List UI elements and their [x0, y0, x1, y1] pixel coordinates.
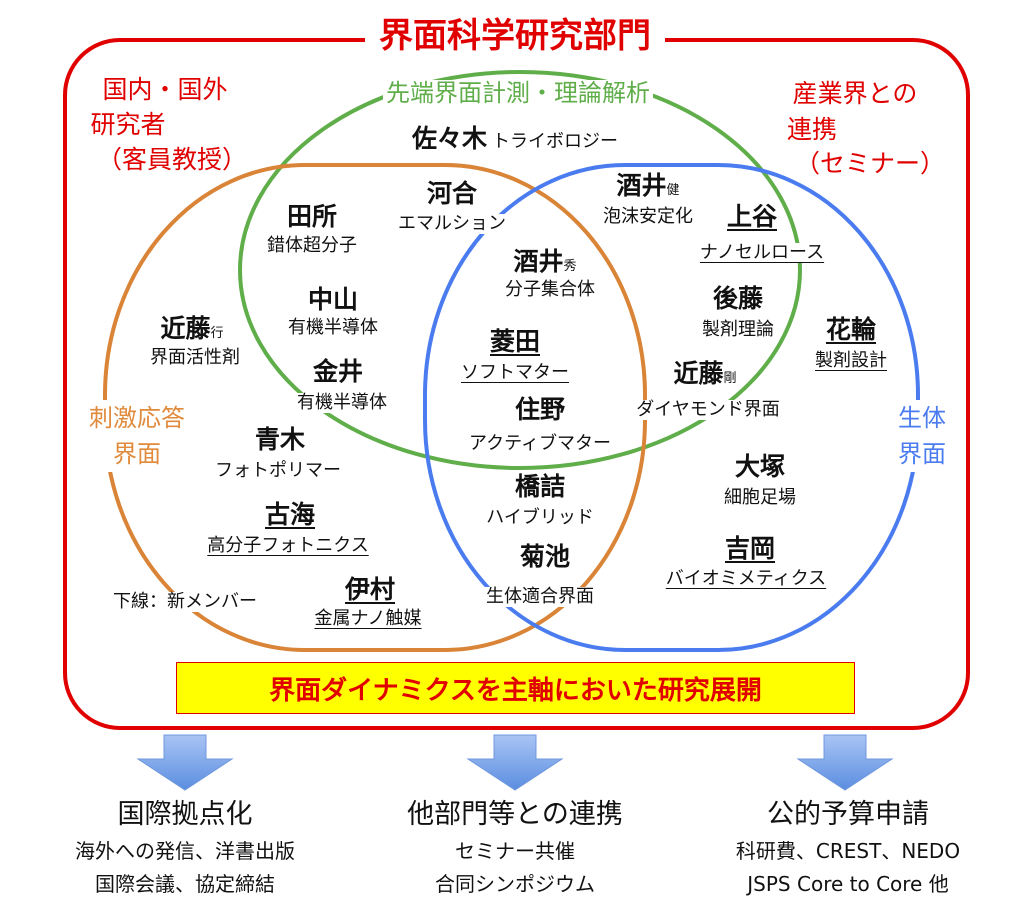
member-kondo-yuki-topic: 界面活性剤: [150, 347, 240, 368]
member-kondo-yuki-surname: 近藤: [160, 314, 211, 343]
arrow-down-icon: [136, 734, 234, 791]
member-otsuka-name: 大塚: [734, 452, 786, 481]
member-sakai-hide-name: 酒井秀: [510, 247, 580, 276]
group-domestic-3: （客員教授）: [96, 145, 248, 174]
outcome-line: 合同シンポジウム: [435, 872, 595, 896]
arrow-down-icon: [466, 734, 564, 791]
member-kamitani-name: 上谷: [723, 203, 781, 231]
member-tadokoro-topic: 錯体超分子: [267, 235, 357, 256]
member-hanawa-name: 花輪: [825, 315, 877, 344]
group-stimulus-line-2: 界面: [113, 440, 161, 468]
member-sakai-hide-surname: 酒井: [513, 247, 564, 276]
member-kondo-takeshi-name: 近藤剛: [673, 360, 736, 388]
member-goto-topic: 製剤理論: [702, 319, 774, 340]
group-measurement: 先端界面計測・理論解析: [383, 80, 653, 106]
member-hishida-name: 菱田: [489, 327, 541, 356]
member-aoki-topic: フォトポリマー: [212, 461, 344, 481]
member-sasaki-name: 佐々木: [411, 124, 487, 153]
member-kondo-takeshi-surname: 近藤: [673, 359, 724, 388]
member-kondo-takeshi-suffix: 剛: [723, 371, 737, 386]
outcome-heading: 国際拠点化: [117, 799, 253, 830]
outcome-line: 海外への発信、洋書出版: [75, 839, 295, 863]
member-tadokoro-name: 田所: [286, 202, 338, 231]
member-sakai-ken-suffix: 健: [666, 183, 680, 198]
outcome-heading: 公的予算申請: [767, 799, 929, 830]
member-imura-topic: 金属ナノ触媒: [311, 609, 425, 629]
member-kamitani-topic: ナノセルロース: [696, 243, 828, 263]
group-stimulus-line-1: 刺激応答: [89, 404, 185, 432]
member-kawai-name: 河合: [426, 179, 478, 208]
outcome-line: セミナー共催: [455, 839, 575, 863]
member-nakayama-topic: 有機半導体: [288, 317, 378, 338]
member-sakai-hide-suffix: 秀: [563, 259, 577, 274]
group-domestic-1: 国内・国外: [102, 75, 228, 104]
outcome-line: JSPS Core to Core 他: [747, 872, 949, 896]
member-kanai-topic: 有機半導体: [294, 393, 390, 413]
group-industry-3: （セミナー）: [794, 149, 946, 178]
department-title: 界面科学研究部門: [365, 17, 665, 56]
research-banner: 界面ダイナミクスを主軸においた研究展開: [176, 662, 855, 714]
member-sumino-name: 住野: [514, 395, 566, 424]
member-sumino-topic: アクティブマター: [465, 434, 615, 454]
group-industry-2: 連携: [786, 115, 838, 144]
member-sakai-ken-topic: 泡沫安定化: [603, 206, 693, 227]
legend-underline: 下線：新メンバー: [110, 592, 260, 612]
member-sasaki: 佐々木 トライボロジー: [408, 124, 622, 153]
member-kondo-yuki-name: 近藤行: [160, 315, 223, 343]
member-kondo-yuki-suffix: 行: [210, 326, 224, 341]
member-kikuchi-topic: 生体適合界面: [483, 587, 597, 607]
member-furumi-topic: 高分子フォトニクス: [207, 535, 369, 556]
member-imura-name: 伊村: [344, 575, 396, 604]
member-hishida-topic: ソフトマター: [461, 362, 569, 383]
member-sakai-hide-topic: 分子集合体: [505, 279, 595, 300]
arrows: [136, 734, 894, 791]
group-stimulus: 刺激応答界面: [86, 400, 188, 472]
measurement-circle: [238, 70, 802, 470]
group-industry-1: 産業界との: [792, 79, 918, 108]
member-otsuka-topic: 細胞足場: [724, 487, 796, 508]
member-yoshioka-name: 吉岡: [724, 534, 776, 563]
outcome-line: 国際会議、協定締結: [95, 872, 275, 896]
member-sakai-ken-surname: 酒井: [616, 171, 667, 200]
group-bio: 生体界面: [895, 400, 949, 472]
outcome-heading: 他部門等との連携: [407, 799, 623, 830]
member-hashizume-topic: ハイブリッド: [486, 507, 594, 528]
member-hanawa-topic: 製剤設計: [815, 350, 887, 371]
member-goto-name: 後藤: [712, 284, 764, 313]
member-kawai-topic: エマルション: [395, 214, 509, 234]
group-bio-line-1: 生体: [898, 404, 946, 432]
group-domestic-2: 研究者: [90, 110, 166, 139]
member-sasaki-topic: トライボロジー: [492, 131, 619, 152]
group-bio-line-2: 界面: [898, 440, 946, 468]
member-kondo-takeshi-topic: ダイヤモンド界面: [633, 400, 783, 420]
outcome-line: 科研費、CREST、NEDO: [735, 839, 961, 863]
member-yoshioka-topic: バイオミメティクス: [662, 569, 830, 589]
member-kanai-name: 金井: [309, 358, 367, 386]
arrow-down-icon: [796, 734, 894, 791]
member-aoki-name: 青木: [254, 425, 306, 454]
member-furumi-name: 古海: [264, 500, 316, 529]
member-sakai-ken-name: 酒井健: [616, 172, 679, 200]
member-hashizume-name: 橋詰: [514, 472, 566, 501]
member-nakayama-name: 中山: [307, 285, 359, 314]
member-kikuchi-name: 菊池: [519, 542, 571, 571]
